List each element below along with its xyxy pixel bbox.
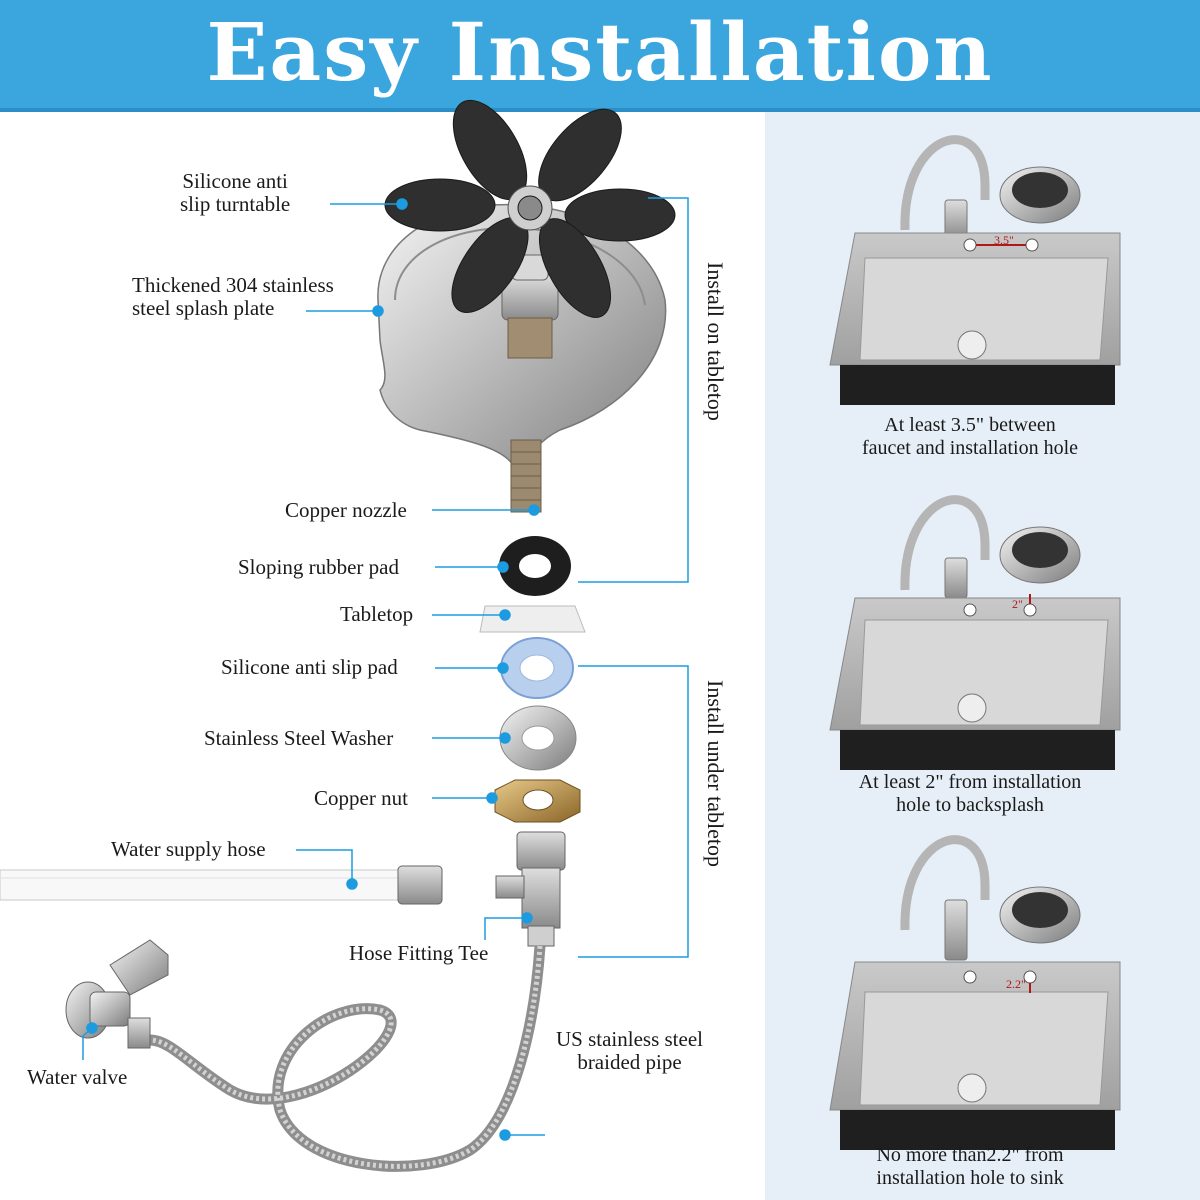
silicone-anti-slip-pad: [501, 638, 573, 698]
copper-nut: [495, 780, 580, 822]
label-water-supply-hose: Water supply hose: [111, 838, 266, 861]
sink-2: [830, 500, 1120, 770]
group-label-under-tabletop: Install under tabletop: [702, 680, 728, 867]
sloping-rubber-pad: [499, 536, 571, 596]
sink-1-caption: At least 3.5" between faucet and install…: [820, 414, 1120, 460]
label-water-valve: Water valve: [27, 1066, 127, 1089]
braided-pipe: [150, 946, 540, 1166]
label-silicone-anti-slip-pad: Silicone anti slip pad: [221, 656, 398, 679]
label-sloping-rubber-pad: Sloping rubber pad: [238, 556, 399, 579]
sink-3-caption: No more than2.2" from installation hole …: [820, 1144, 1120, 1190]
stainless-washer: [500, 706, 576, 770]
label-braided-pipe: US stainless steel braided pipe: [556, 1028, 703, 1074]
sink-3-dimension: 2.2": [1006, 977, 1026, 991]
sink-1-dimension: 3.5": [994, 233, 1014, 247]
label-hose-fitting-tee: Hose Fitting Tee: [349, 942, 488, 965]
water-supply-hose: [0, 866, 442, 904]
label-copper-nozzle: Copper nozzle: [285, 499, 407, 522]
sink-2-dimension: 2": [1012, 597, 1023, 611]
label-splash-plate: Thickened 304 stainless steel splash pla…: [132, 274, 334, 320]
copper-nozzle: [511, 440, 541, 512]
group-label-tabletop: Install on tabletop: [702, 262, 728, 421]
sink-3: [830, 840, 1120, 1150]
hose-fitting-tee: [496, 832, 565, 946]
sink-1: [830, 140, 1120, 405]
label-stainless-washer: Stainless Steel Washer: [204, 727, 393, 750]
label-tabletop: Tabletop: [340, 603, 413, 626]
label-silicone-turntable: Silicone anti slip turntable: [180, 170, 290, 216]
sink-2-caption: At least 2" from installation hole to ba…: [820, 771, 1120, 817]
tabletop-slab: [480, 606, 585, 632]
water-valve: [66, 940, 168, 1048]
label-copper-nut: Copper nut: [314, 787, 408, 810]
